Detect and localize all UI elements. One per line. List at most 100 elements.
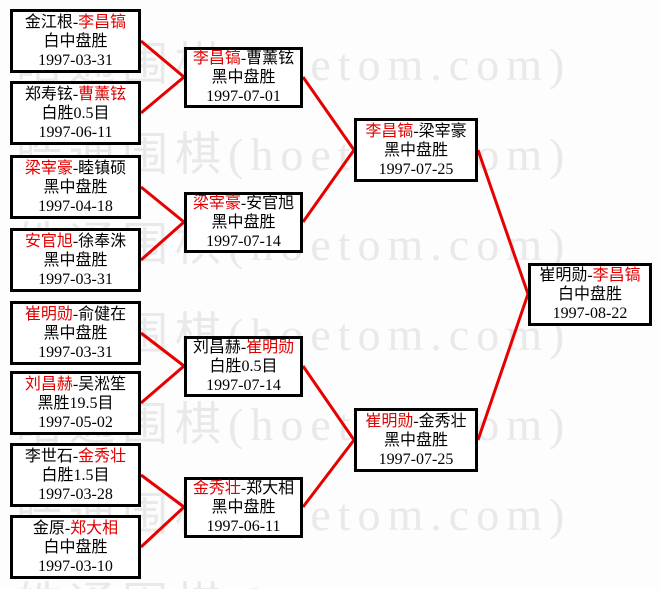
match-result: 黑中盘胜 [43,251,108,269]
connector-line [301,439,356,508]
players-separator: - [72,305,79,323]
match-box: 刘昌赫-崔明勋 白胜0.5目 1997-07-14 [184,336,303,397]
match-date: 1997-04-18 [38,197,113,215]
match-result: 黑中盘胜 [383,431,448,449]
match-result: 黑中盘胜 [383,141,448,159]
player-name: 李昌镐 [592,267,641,284]
players-separator: - [72,13,79,31]
match-result: 黑中盘胜 [43,324,108,342]
match-players: 梁宰豪-睦镇硕 [13,159,138,178]
connector-line [301,76,356,151]
player-name: 李昌镐 [365,122,414,140]
players-separator: - [64,519,71,537]
players-separator: - [240,50,247,67]
connector-line [140,220,185,262]
match-players: 李昌镐-曹薰铉 [187,49,300,68]
connector-line [140,331,185,368]
player-name: 郑大相 [70,519,119,537]
players-separator: - [72,447,79,465]
match-box: 崔明勋-俞健在 黑中盘胜 1997-03-31 [10,301,141,365]
players-separator: - [587,267,593,284]
player-name: 李昌镐 [78,13,127,31]
player-name: 刘昌赫 [192,339,241,356]
match-date: 1997-08-22 [552,305,628,322]
match-result: 黑中盘胜 [211,499,276,516]
connector-line [476,149,530,295]
players-separator: - [413,412,419,430]
match-players: 金原-郑大相 [13,519,138,538]
match-date: 1997-03-10 [38,557,113,575]
match-box: 金秀壮-郑大相 黑中盘胜 1997-06-11 [184,477,303,538]
match-result: 白中盘胜 [43,32,108,50]
match-box: 刘昌赫-吴淞笙 黑胜19.5目 1997-05-02 [10,371,141,435]
player-name: 崔明勋 [539,267,588,284]
connector-line [476,293,530,441]
watermark-text: 皓通围棋(hoetom.com) [16,582,571,589]
match-date: 1997-06-11 [38,123,113,141]
player-name: 李昌镐 [192,50,241,67]
match-players: 李世石-金秀壮 [13,447,138,466]
player-name: 俞健在 [78,305,127,323]
match-date: 1997-07-25 [378,160,454,178]
player-name: 曹薰铉 [78,85,127,103]
match-result: 白胜0.5目 [209,358,278,375]
players-separator: - [72,375,79,393]
match-players: 刘昌赫-吴淞笙 [13,375,138,394]
match-players: 崔明勋-俞健在 [13,305,138,324]
player-name: 徐奉洙 [78,232,127,250]
match-players: 李昌镐-梁宰豪 [357,122,475,141]
player-name: 刘昌赫 [24,375,73,393]
match-result: 黑中盘胜 [211,214,276,231]
player-name: 安官旭 [24,232,73,250]
match-box: 李世石-金秀壮 白胜1.5目 1997-03-28 [10,443,141,507]
match-box: 崔明勋-金秀壮 黑中盘胜 1997-07-25 [354,408,478,472]
players-separator: - [240,480,247,497]
match-players: 梁宰豪-安官旭 [187,194,300,213]
match-result: 黑中盘胜 [211,69,276,86]
match-box: 金江根-李昌镐 白中盘胜 1997-03-31 [10,9,141,73]
match-box: 梁宰豪-安官旭 黑中盘胜 1997-07-14 [184,192,303,253]
players-separator: - [72,85,79,103]
match-players: 崔明勋-金秀壮 [357,412,475,431]
players-separator: - [240,195,247,212]
connector-line [140,39,185,79]
match-box: 李昌镐-曹薰铉 黑中盘胜 1997-07-01 [184,47,303,108]
match-players: 刘昌赫-崔明勋 [187,338,300,357]
match-date: 1997-03-28 [38,485,113,503]
match-players: 郑寿铉-曹薰铉 [13,85,138,104]
player-name: 梁宰豪 [418,122,467,140]
connector-line [301,149,356,223]
players-separator: - [72,232,79,250]
match-date: 1997-03-31 [38,51,113,69]
match-box: 梁宰豪-睦镇硕 黑中盘胜 1997-04-18 [10,155,141,219]
player-name: 郑大相 [246,480,295,497]
players-separator: - [240,339,247,356]
match-result: 白中盘胜 [557,286,622,303]
player-name: 吴淞笙 [78,375,127,393]
match-box: 李昌镐-梁宰豪 黑中盘胜 1997-07-25 [354,118,478,182]
match-players: 金秀壮-郑大相 [187,479,300,498]
connector-line [140,185,185,224]
players-separator: - [72,159,79,177]
match-result: 黑胜19.5目 [37,394,114,412]
match-result: 白中盘胜 [43,538,108,556]
player-name: 曹薰铉 [246,50,295,67]
match-players: 金江根-李昌镐 [13,13,138,32]
player-name: 金秀壮 [192,480,241,497]
match-box: 金原-郑大相 白中盘胜 1997-03-10 [10,515,141,579]
match-date: 1997-05-02 [38,413,113,431]
player-name: 金江根 [24,13,73,31]
match-date: 1997-07-01 [206,88,281,105]
match-date: 1997-07-25 [378,450,454,468]
player-name: 安官旭 [246,195,295,212]
match-date: 1997-07-14 [206,233,281,250]
match-box: 安官旭-徐奉洙 黑中盘胜 1997-03-31 [10,228,141,292]
player-name: 梁宰豪 [24,159,73,177]
player-name: 崔明勋 [24,305,73,323]
player-name: 崔明勋 [246,339,295,356]
connector-line [301,365,356,441]
match-box: 郑寿铉-曹薰铉 白胜0.5目 1997-06-11 [10,81,141,145]
match-players: 安官旭-徐奉洙 [13,232,138,251]
